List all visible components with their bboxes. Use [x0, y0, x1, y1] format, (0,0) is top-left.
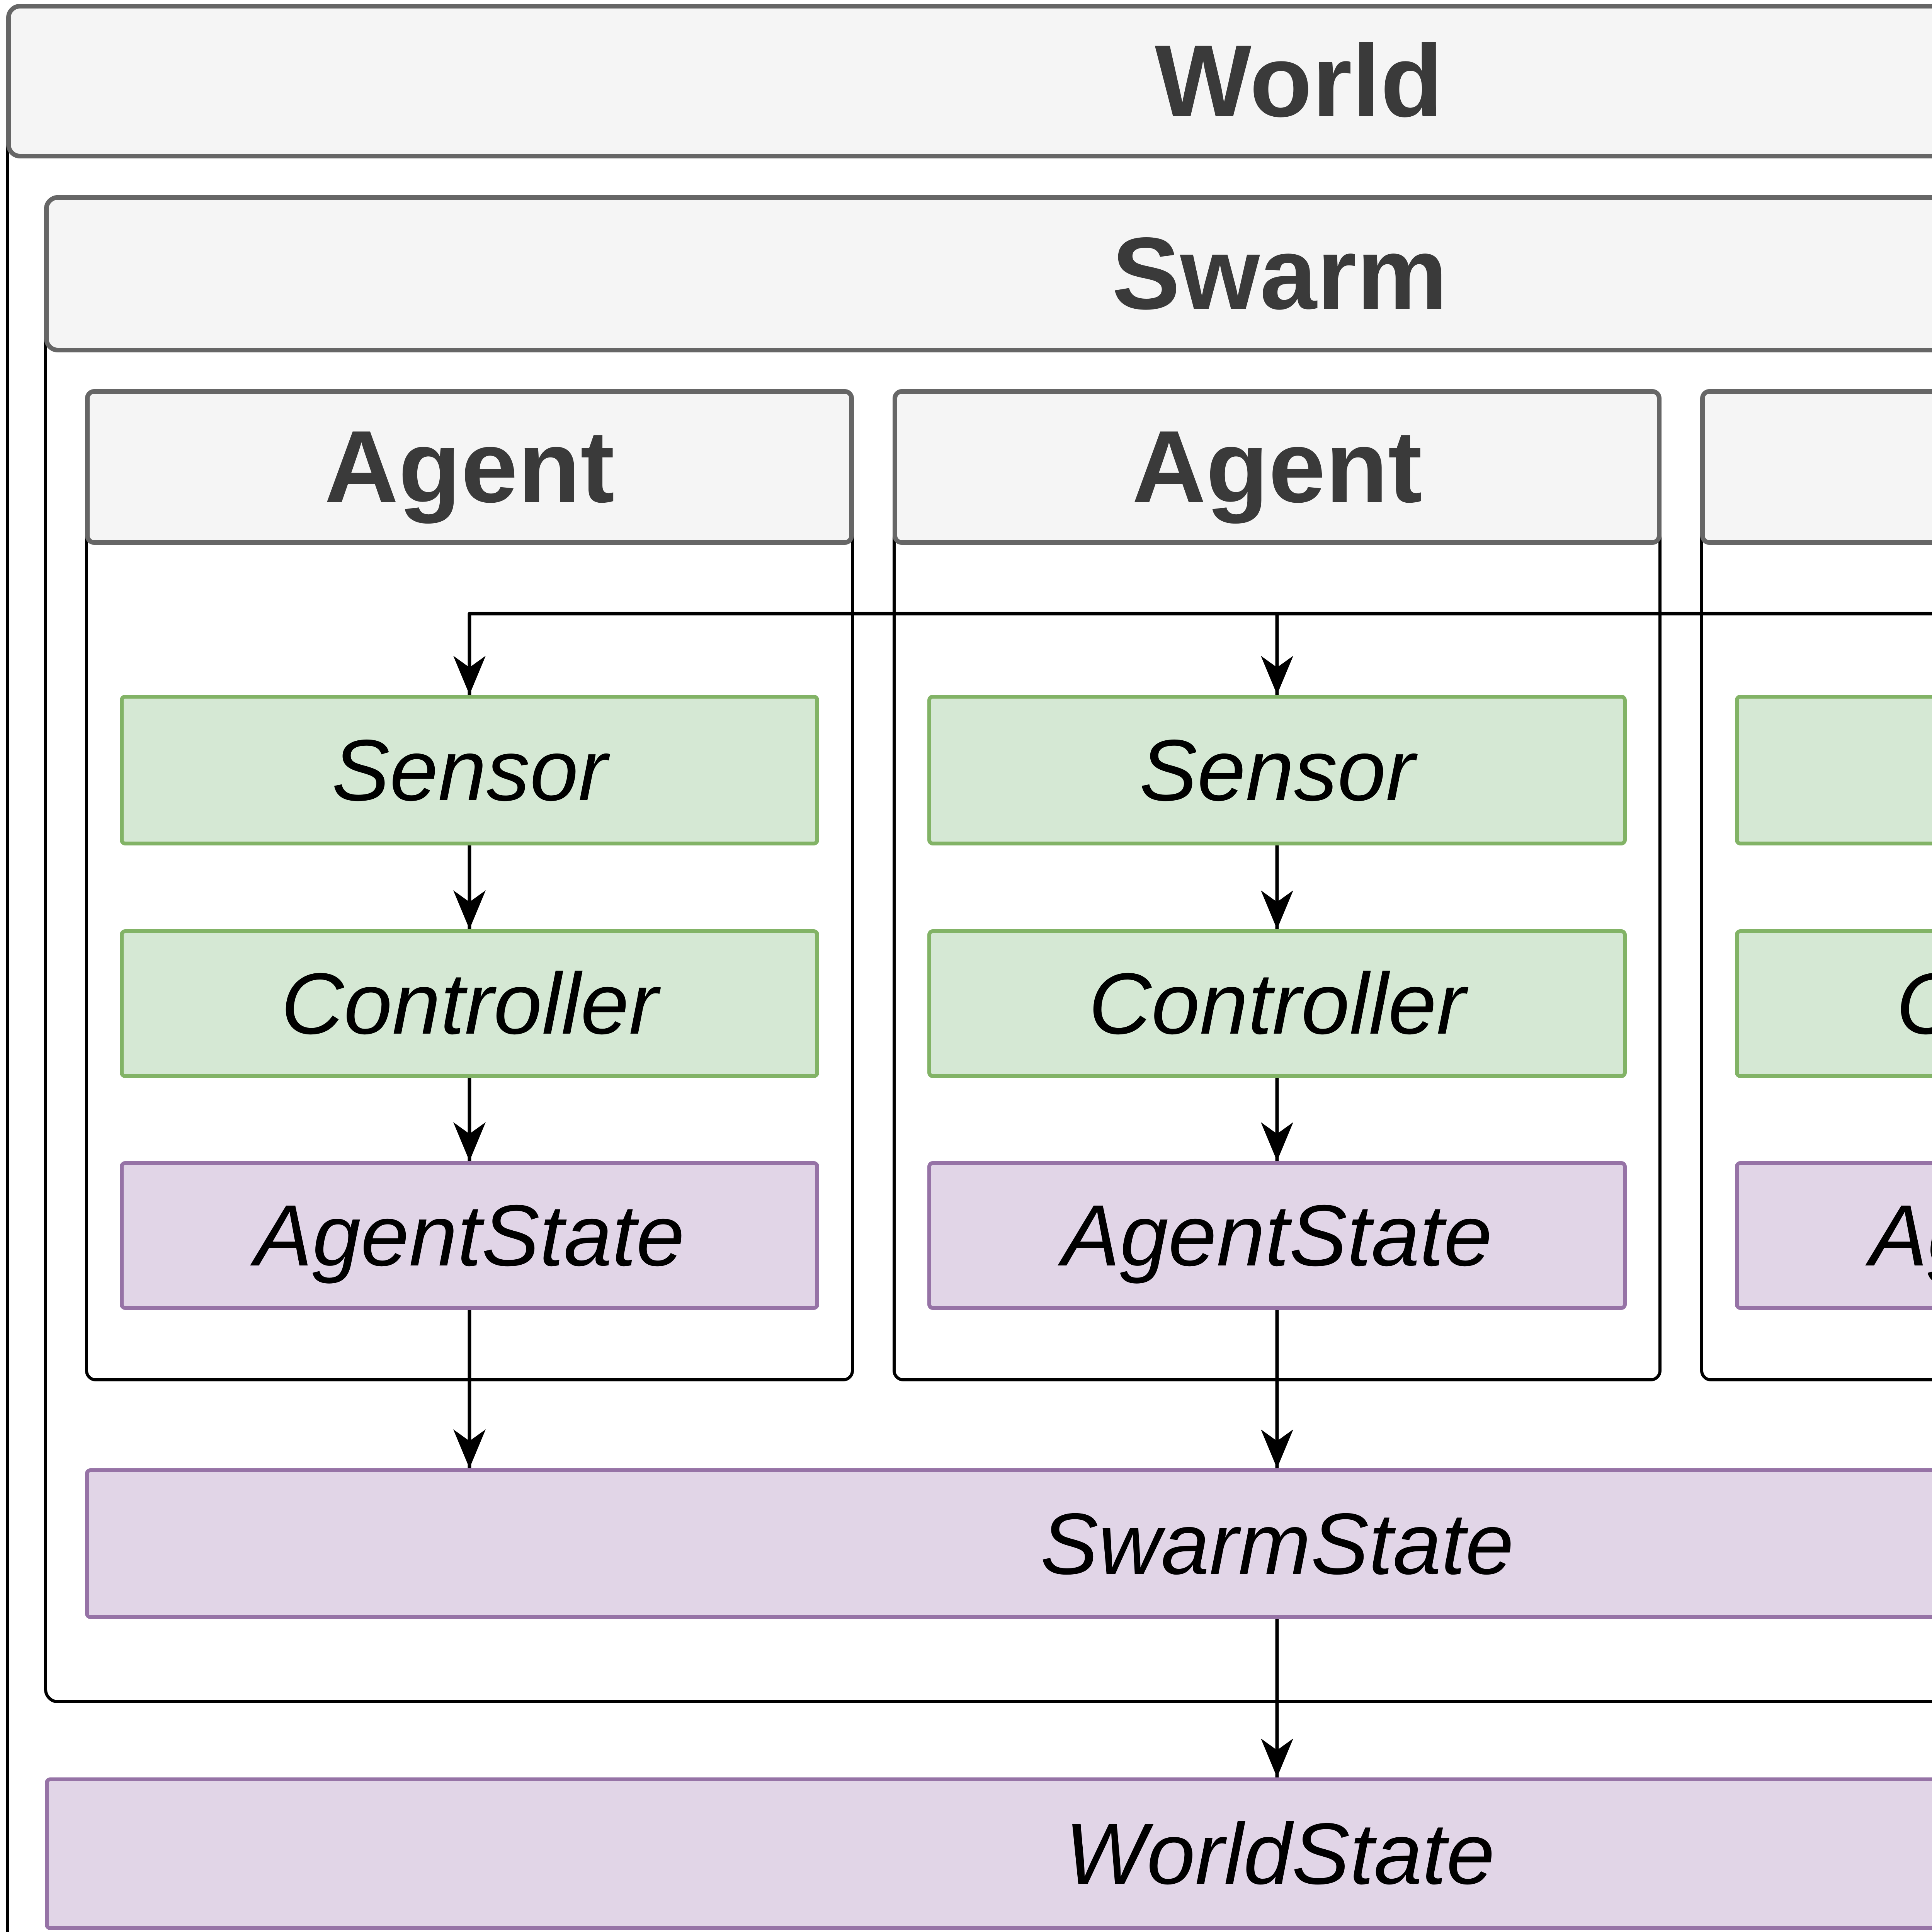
swarm-header: Swarm [44, 195, 1932, 352]
agent-title: Agent [1132, 410, 1422, 524]
agent-state-label: AgentState [254, 1187, 685, 1284]
controller-label: Controller [1088, 955, 1466, 1052]
controller-label: Controller [1896, 960, 1932, 1047]
agent-state-label: AgentState [1062, 1187, 1492, 1284]
swarm-state-label: SwarmState [1040, 1495, 1514, 1592]
controller-box: Controller [927, 929, 1627, 1078]
agent-header-3: Agent [1700, 389, 1932, 545]
agent-header-2: Agent [893, 389, 1662, 545]
world-header: World [6, 4, 1932, 158]
sensor-box: Sensor [120, 695, 819, 845]
world-title: World [1155, 24, 1443, 138]
controller-box: Controller [120, 929, 819, 1078]
sensor-box: Sensor [1735, 695, 1932, 845]
agent-header-1: Agent [85, 389, 854, 545]
world-state-box: WorldState [45, 1777, 1932, 1930]
agent-state-box: AgentState [927, 1161, 1627, 1310]
controller-label: Controller [281, 955, 658, 1052]
world-state-label: WorldState [1065, 1805, 1495, 1902]
controller-box: Controller [1735, 929, 1932, 1078]
agent-title: Agent [324, 410, 615, 524]
agent-state-label: AgentState [1869, 1187, 1932, 1284]
agent-state-box: AgentState [1735, 1161, 1932, 1310]
sensor-label: Sensor [332, 721, 607, 819]
sensor-box: Sensor [927, 695, 1627, 845]
swarm-title: Swarm [1112, 216, 1448, 331]
agent-state-box: AgentState [120, 1161, 819, 1310]
sensor-label: Sensor [1139, 721, 1415, 819]
swarm-state-box: SwarmState [85, 1468, 1932, 1619]
